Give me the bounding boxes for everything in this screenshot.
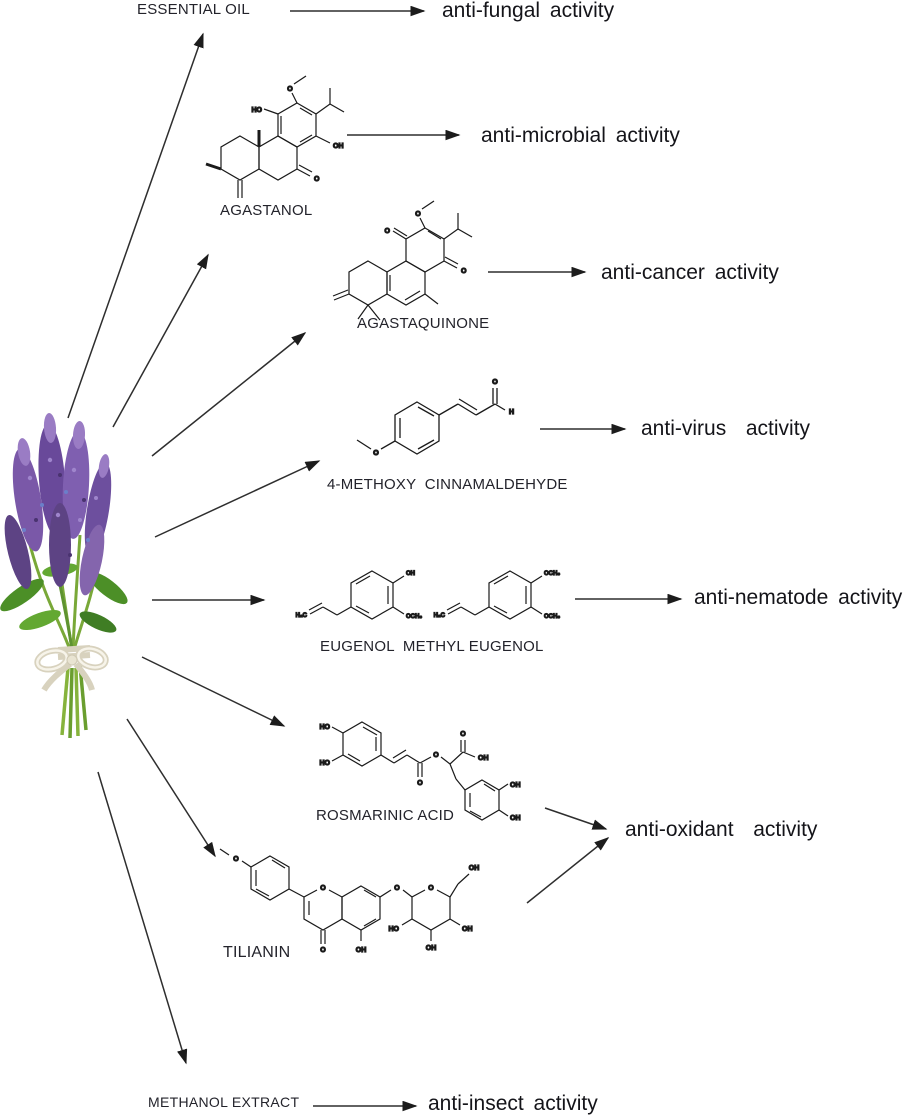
atom-label: H <box>509 409 514 416</box>
eugenol-methyl-eugenol-label: EUGENOL METHYL EUGENOL <box>320 638 544 655</box>
arrow-plant-to-agastanol <box>112 253 209 428</box>
arrow-plant-to-rosmarinic <box>141 656 286 727</box>
atom-label: OH <box>406 571 415 577</box>
atom-label: O <box>492 379 498 386</box>
atom-label: H₂C <box>434 613 446 619</box>
tilianin-structure: O O O OH O O OH HO OH OH <box>219 848 480 955</box>
atom-label: O <box>233 856 239 863</box>
atom-label: O <box>415 211 421 218</box>
arrow-plant-to-tilianin <box>126 718 216 858</box>
atom-label: HO <box>389 926 400 933</box>
anti-cancer-activity-label: anti-cancer activity <box>601 261 779 284</box>
agastaquinone-structure: O O O <box>332 200 473 321</box>
arrow-tilianin-to-antioxidant <box>526 837 610 904</box>
rosmarinic-acid-label: ROSMARINIC ACID <box>316 807 455 824</box>
atom-label: OH <box>462 926 473 933</box>
atom-label: HO <box>320 760 331 767</box>
arrow-plant-to-methanol-extract <box>97 771 188 1065</box>
atom-label: O <box>314 176 320 183</box>
arrow-rosmarinic-to-antioxidant <box>544 807 608 830</box>
eugenol-structure: H₂C OH OCH₃ <box>295 570 423 621</box>
cinnamaldehyde-structure: O H O <box>356 378 515 458</box>
tilianin-label: TILIANIN <box>223 944 291 961</box>
anti-insect-activity-label: anti-insect activity <box>428 1092 598 1115</box>
agastanol-structure: HO O OH O <box>205 75 345 198</box>
methanol-extract-label: METHANOL EXTRACT <box>148 1094 300 1110</box>
atom-label: O <box>287 86 293 93</box>
atom-label: O <box>428 885 434 892</box>
methoxy-cinnamaldehyde-label: 4-METHOXY CINNAMALDEHYDE <box>327 476 568 493</box>
atom-label: OCH₃ <box>544 571 560 577</box>
atom-label: O <box>433 752 439 759</box>
atom-label: OH <box>510 782 521 789</box>
atom-label: OH <box>478 755 489 762</box>
atom-label: H₂C <box>296 613 308 619</box>
arrow-plant-to-essential-oil <box>67 32 204 419</box>
anti-virus-activity-label: anti-virus activity <box>641 417 811 440</box>
arrow-plant-to-agastaquinone <box>151 332 307 457</box>
atom-label: OH <box>333 143 344 150</box>
agastaquinone-label: AGASTAQUINONE <box>357 315 490 332</box>
atom-label: O <box>373 450 379 457</box>
atom-label: HO <box>252 107 263 114</box>
agastanol-label: AGASTANOL <box>220 202 313 219</box>
atom-label: O <box>320 947 326 954</box>
atom-label: O <box>320 885 326 892</box>
atom-label: O <box>460 731 466 738</box>
arrow-plant-to-cinnamaldehyde <box>154 460 321 538</box>
agastache-bouquet-image <box>0 413 128 739</box>
atom-label: OH <box>510 815 521 822</box>
anti-fungal-activity-label: anti-fungal activity <box>442 0 615 22</box>
atom-label: O <box>394 885 400 892</box>
atom-label: O <box>417 780 423 787</box>
atom-label: OH <box>469 865 480 872</box>
anti-nematode-activity-label: anti-nematode activity <box>694 586 903 609</box>
atom-label: OCH₃ <box>406 614 422 620</box>
atom-label: HO <box>320 724 331 731</box>
rosmarinic-acid-structure: HO HO O O O OH OH OH <box>319 721 521 823</box>
atom-label: OH <box>356 947 367 954</box>
atom-label: O <box>385 228 391 235</box>
atom-label: OH <box>426 945 437 952</box>
methyl-eugenol-structure: H₂C OCH₃ OCH₃ <box>433 570 561 621</box>
atom-label: OCH₃ <box>544 614 560 620</box>
atom-label: O <box>461 268 467 275</box>
anti-microbial-activity-label: anti-microbial activity <box>481 124 680 147</box>
anti-oxidant-activity-label: anti-oxidant activity <box>625 818 818 841</box>
essential-oil-label: ESSENTIAL OIL <box>137 1 250 18</box>
